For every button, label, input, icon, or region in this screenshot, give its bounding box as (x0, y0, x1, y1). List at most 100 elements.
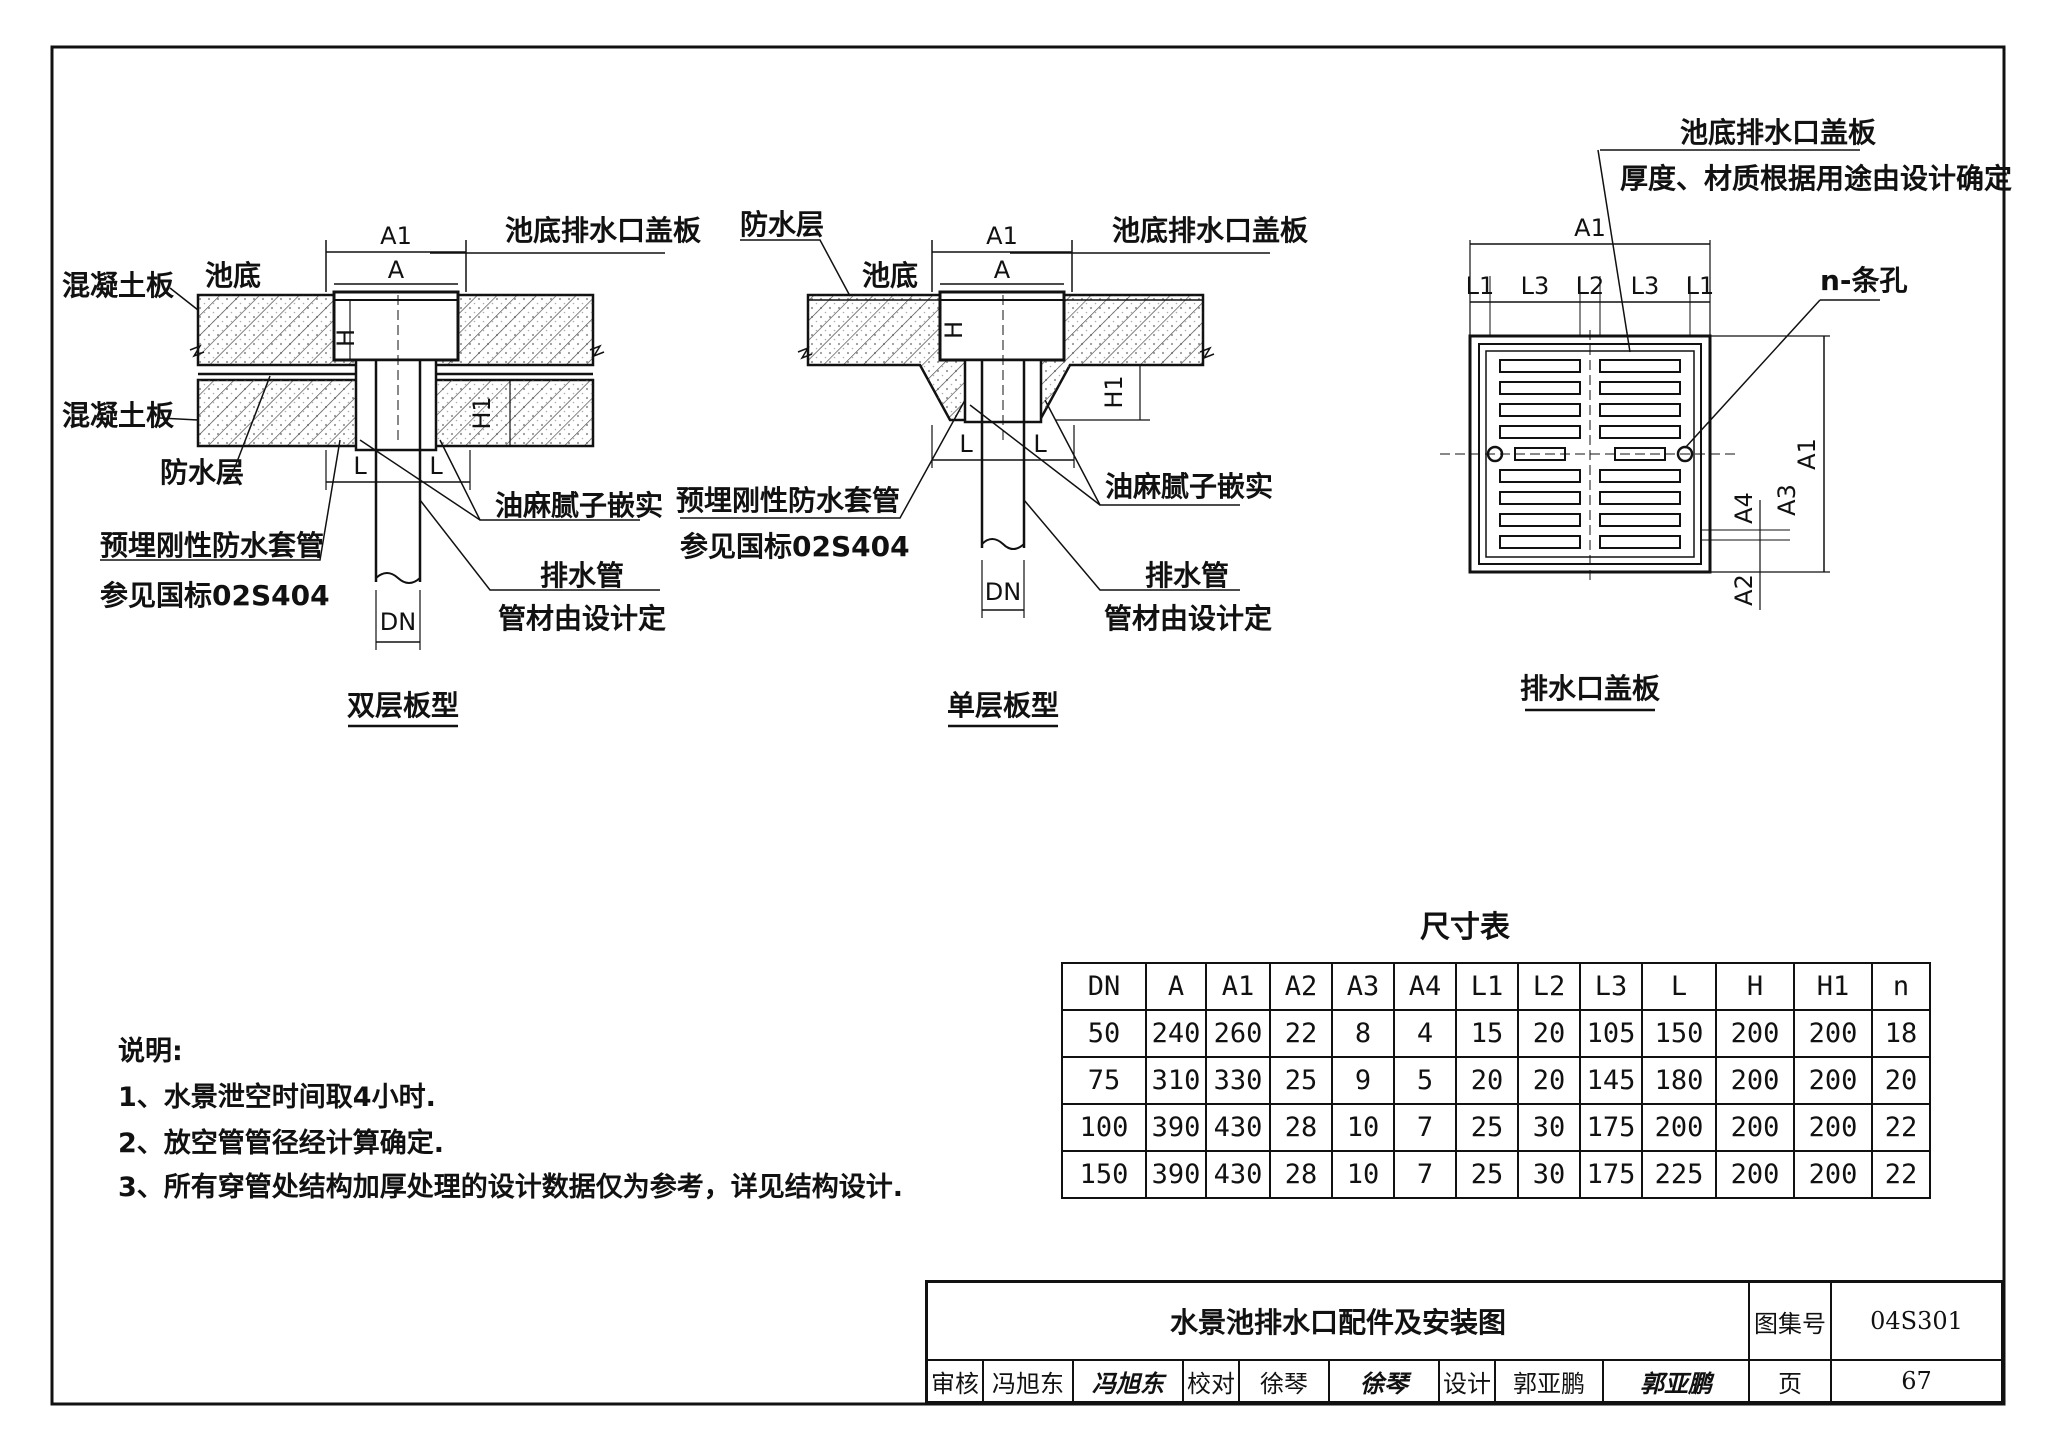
table-cell: 150 (1641, 1009, 1717, 1058)
header-dn: DN (1061, 962, 1147, 1011)
cover-plate-title: 排水口盖板 (1520, 672, 1660, 705)
dim-dn: DN (380, 608, 416, 636)
drawing-title: 水景池排水口配件及安装图 (928, 1283, 1750, 1361)
page-number: 67 (1901, 1367, 1932, 1395)
table-cell: 390 (1145, 1103, 1207, 1152)
cover-plate-drawing: A1 L1 L3 L2 L3 L1 A1 A3 A4 A2 池底排水口盖板 厚度… (1440, 116, 2012, 712)
note-item-1: 1、水景泄空时间取4小时. (118, 1082, 436, 1113)
table-cell: 225 (1641, 1150, 1717, 1199)
label-cover-plate: 池底排水口盖板 (1680, 116, 1876, 149)
label-sleeve: 预埋刚性防水套管 (100, 529, 324, 562)
dimension-table-title: 尺寸表 (1420, 910, 1510, 945)
dim-l2: L2 (1576, 272, 1605, 300)
table-cell: 200 (1715, 1150, 1795, 1199)
table-cell: 105 (1579, 1009, 1643, 1058)
dim-a4: A4 (1730, 492, 1758, 524)
table-row: 100 390 430 28 10 7 25 30 175 200 200 20… (1061, 1103, 1931, 1152)
table-cell: 310 (1145, 1056, 1207, 1105)
title-block: 水景池排水口配件及安装图 图集号 04S301 审核 冯旭东 冯旭东 校对 徐琴… (925, 1280, 2004, 1404)
table-cell: 28 (1269, 1150, 1333, 1199)
table-cell: 50 (1061, 1009, 1147, 1058)
table-cell: 180 (1641, 1056, 1717, 1105)
table-cell: 100 (1061, 1103, 1147, 1152)
table-cell: 200 (1641, 1103, 1717, 1152)
table-cell: 260 (1205, 1009, 1271, 1058)
dim-a1-top: A1 (1574, 214, 1606, 242)
table-cell: 7 (1393, 1150, 1457, 1199)
dim-l-left: L (959, 430, 973, 458)
header-a1: A1 (1205, 962, 1271, 1011)
review-label: 审核 (928, 1361, 984, 1401)
table-cell: 200 (1793, 1056, 1873, 1105)
table-cell: 30 (1517, 1150, 1581, 1199)
label-cover-plate: 池底排水口盖板 (505, 214, 701, 247)
dim-a3: A3 (1773, 484, 1801, 516)
header-a3: A3 (1331, 962, 1395, 1011)
table-cell: 330 (1205, 1056, 1271, 1105)
table-cell: 30 (1517, 1103, 1581, 1152)
label-pipe-material: 管材由设计定 (498, 602, 666, 635)
designer-name: 郭亚鹏 (1496, 1361, 1604, 1401)
header-h: H (1715, 962, 1795, 1011)
table-row: 50 240 260 22 8 4 15 20 105 150 200 200 … (1061, 1009, 1931, 1058)
dim-l-right: L (429, 452, 443, 480)
dim-dn: DN (985, 578, 1021, 606)
label-sleeve-ref: 参见国标02S404 (680, 530, 910, 563)
dim-l-right: L (1033, 430, 1047, 458)
atlas-number: 04S301 (1832, 1283, 2001, 1361)
table-header-row: DN A A1 A2 A3 A4 L1 L2 L3 L H H1 n (1061, 962, 1931, 1011)
label-slots: n-条孔 (1820, 264, 1908, 297)
table-cell: 20 (1871, 1056, 1931, 1105)
table-cell: 150 (1061, 1150, 1147, 1199)
header-l2: L2 (1517, 962, 1581, 1011)
dim-l3-right: L3 (1631, 272, 1660, 300)
header-h1: H1 (1793, 962, 1873, 1011)
dim-l1-left: L1 (1466, 272, 1495, 300)
label-pipe-material: 管材由设计定 (1104, 602, 1272, 635)
design-label: 设计 (1440, 1361, 1496, 1401)
checker-signature: 徐琴 (1330, 1361, 1440, 1401)
table-cell: 200 (1715, 1103, 1795, 1152)
single-layer-drawing: A1 A H H1 L L DN 防水层 池底 池底排水口盖板 预埋刚性防水套管… (676, 208, 1308, 728)
table-cell: 75 (1061, 1056, 1147, 1105)
table-cell: 430 (1205, 1150, 1271, 1199)
table-cell: 200 (1793, 1150, 1873, 1199)
table-cell: 4 (1393, 1009, 1457, 1058)
table-cell: 145 (1579, 1056, 1643, 1105)
note-item-2: 2、放空管管径经计算确定. (118, 1128, 445, 1159)
table-cell: 25 (1455, 1103, 1519, 1152)
table-cell: 20 (1455, 1056, 1519, 1105)
table-row: 75 310 330 25 9 5 20 20 145 180 200 200 … (1061, 1056, 1931, 1105)
double-layer-drawing: A1 A H H1 L L DN 混凝土板 池底 混凝土板 防水层 预埋刚性防 (62, 214, 701, 728)
label-concrete-top: 混凝土板 (62, 269, 174, 302)
note-item-3: 3、所有穿管处结构加厚处理的设计数据仅为参考，详见结构设计. (118, 1172, 904, 1203)
table-cell: 18 (1871, 1009, 1931, 1058)
table-cell: 8 (1331, 1009, 1395, 1058)
label-thickness-note: 厚度、材质根据用途由设计确定 (1620, 162, 2012, 195)
label-putty: 油麻腻子嵌实 (1105, 470, 1273, 503)
dim-l1-right: L1 (1686, 272, 1715, 300)
table-row: 150 390 430 28 10 7 25 30 175 225 200 20… (1061, 1150, 1931, 1199)
atlas-label: 图集号 (1750, 1283, 1832, 1361)
slot-holes (1499, 359, 1681, 549)
designer-signature: 郭亚鹏 (1604, 1361, 1750, 1401)
table-cell: 240 (1145, 1009, 1207, 1058)
table-cell: 20 (1517, 1009, 1581, 1058)
label-sleeve-ref: 参见国标02S404 (100, 579, 330, 612)
dimension-table: DN A A1 A2 A3 A4 L1 L2 L3 L H H1 n 50 24… (1061, 962, 1931, 1199)
sheet-border (50, 45, 2006, 1406)
table-cell: 200 (1793, 1103, 1873, 1152)
table-cell: 430 (1205, 1103, 1271, 1152)
label-drain-pipe: 排水管 (1145, 559, 1229, 592)
table-cell: 9 (1331, 1056, 1395, 1105)
dim-a: A (994, 256, 1011, 284)
header-a2: A2 (1269, 962, 1333, 1011)
dim-a1: A1 (986, 222, 1018, 250)
table-cell: 390 (1145, 1150, 1207, 1199)
dim-h1: H1 (468, 396, 496, 429)
table-cell: 22 (1269, 1009, 1333, 1058)
dim-a2: A2 (1730, 574, 1758, 606)
checker-name: 徐琴 (1240, 1361, 1330, 1401)
